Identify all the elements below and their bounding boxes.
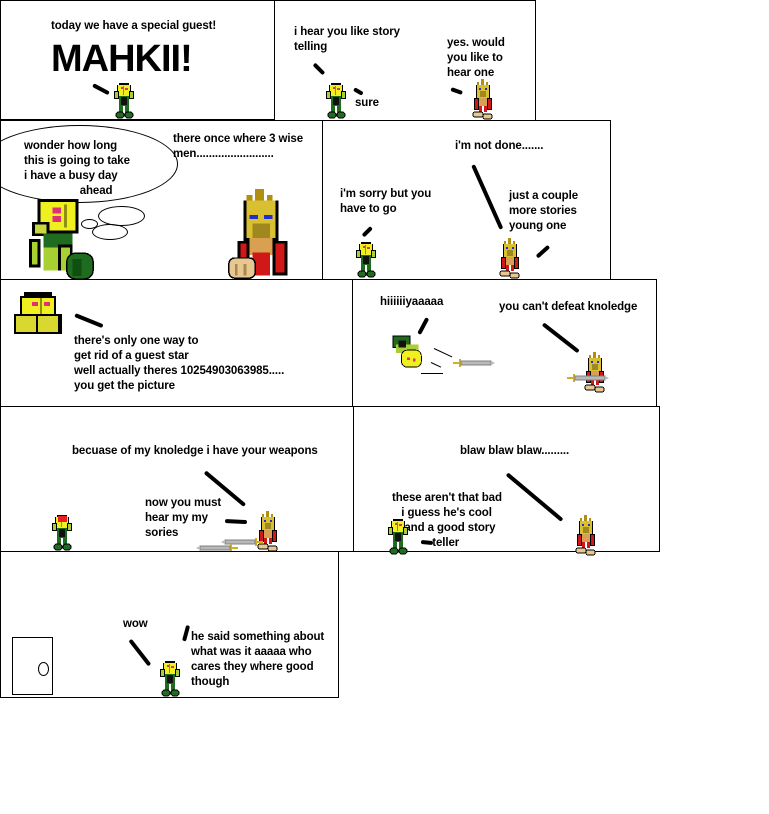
sage-line-blaw: blaw blaw blaw......... [460, 445, 570, 457]
speech-line [361, 226, 373, 238]
motion-line [433, 348, 453, 358]
door-knob [38, 662, 49, 676]
sage-line: you can't defeat knoledge [499, 301, 638, 313]
mahkii-unmasked-sprite [51, 514, 73, 551]
speech-line [541, 322, 580, 354]
speech-line [450, 87, 463, 95]
thought-bubble [0, 125, 178, 203]
sage-line-stories: now you must hear my my sories [145, 497, 222, 539]
speech-line [92, 83, 110, 96]
mahkii-line: these aren't that bad i guess he's cool … [392, 492, 502, 549]
speech-line [74, 313, 104, 329]
mahkii-sitting-sprite [387, 518, 409, 555]
mahkii-line: i hear you like story telling [294, 26, 400, 53]
story-text: there once where 3 wise men.............… [173, 133, 304, 160]
door [12, 637, 53, 695]
speech-line [471, 164, 504, 230]
mahkii-line: i'm sorry but you have to go [340, 188, 432, 215]
panel-6: hiiiiiiyaaaaa you can't defeat knoledge [352, 279, 657, 407]
motion-line [430, 362, 442, 368]
panel-5: there's only one way to get rid of a gue… [0, 279, 354, 407]
mahkii-jumping-sprite [392, 335, 422, 368]
mahkii-line: there's only one way to get rid of a gue… [74, 335, 285, 392]
sage-line-not-done: i'm not done....... [455, 140, 544, 152]
mahkii-line-wow: wow [123, 618, 148, 630]
sage-sprite [257, 510, 278, 552]
sage-line-weapons: becuase of my knoledge i have your weapo… [72, 445, 318, 457]
thought-dot-large [98, 206, 145, 226]
speech-line [224, 519, 248, 525]
thought-text: wonder how long this is going to take i … [24, 140, 130, 197]
speech-line [182, 625, 191, 642]
panel-8: blaw blaw blaw......... these aren't tha… [353, 406, 660, 556]
panel-3: wonder how long this is going to take i … [0, 120, 323, 280]
speech-line [417, 317, 430, 335]
panel-9: wow he said something about what was it … [0, 551, 339, 698]
speech-line [128, 638, 152, 667]
speech-line [312, 62, 326, 76]
sage-sprite [499, 237, 520, 279]
sage-large-sprite [228, 189, 288, 279]
sage-line: yes. would you like to hear one [447, 37, 505, 79]
caption-special-guest: today we have a special guest! [51, 20, 217, 32]
motion-line [421, 373, 443, 374]
panel-4: i'm not done....... i'm sorry but you ha… [322, 120, 611, 281]
thought-dot-small [81, 219, 98, 229]
sage-sprite [584, 351, 605, 393]
mahkii-line: hiiiiiiyaaaaa [380, 296, 444, 308]
mahkii-head-sprite [14, 292, 62, 334]
sage-line: just a couple more stories young one [509, 190, 578, 232]
panel-2: i hear you like story telling sure yes. … [274, 0, 536, 121]
title-mahkii: MAHKII! [51, 38, 193, 80]
mahkii-line-said: he said something about what was it aaaa… [191, 631, 325, 688]
sword-flying [452, 358, 496, 368]
panel-1: today we have a special guest! MAHKII! [0, 0, 275, 120]
speech-line [505, 472, 564, 522]
reply-sure: sure [355, 97, 379, 109]
mahkii-sprite [355, 241, 377, 278]
speech-line [535, 244, 551, 259]
mahkii-sprite [325, 82, 347, 119]
mahkii-sitting-sprite [28, 199, 94, 280]
mahkii-sprite [113, 82, 135, 119]
mahkii-sprite [159, 660, 181, 697]
sage-sprite [472, 78, 493, 120]
thought-dot-medium [92, 224, 128, 240]
speech-line [353, 87, 364, 96]
panel-7: becuase of my knoledge i have your weapo… [0, 406, 354, 553]
sage-sprite [575, 514, 596, 556]
sword-held [566, 373, 610, 383]
